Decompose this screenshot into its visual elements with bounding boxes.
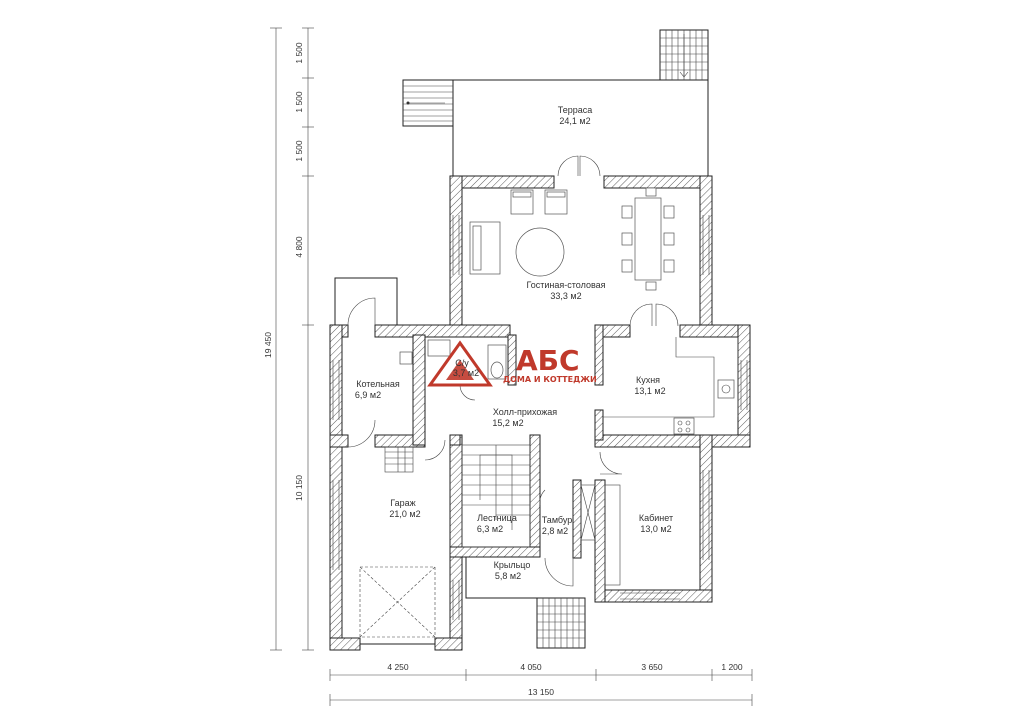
bathroom-name: С/у	[455, 358, 469, 368]
terrace-steps-left	[402, 79, 454, 127]
porch-area: 5,8 м2	[495, 571, 521, 581]
dim-bottom-4: 1 200	[721, 662, 743, 672]
doors	[334, 155, 679, 587]
bathroom-area: 3,7 м2	[453, 368, 479, 378]
house-roof-icon	[427, 340, 493, 387]
boiler-name: Котельная	[356, 379, 400, 389]
dim-bottom-3: 3 650	[641, 662, 663, 672]
windows	[332, 215, 748, 620]
dimension-lines-bottom: 4 250 4 050 3 650 1 200 13 150	[329, 662, 753, 706]
study-area: 13,0 м2	[640, 524, 671, 534]
bathroom-fixtures	[399, 339, 507, 380]
vestibule-name: Тамбур	[542, 515, 573, 525]
house-inner-icon	[446, 360, 474, 380]
boiler-area: 6,9 м2	[355, 390, 381, 400]
dimension-lines-left: 1 500 1 500 1 500 4 800 10 150 19 450	[263, 27, 314, 651]
garage-area: 21,0 м2	[389, 509, 420, 519]
garage-name: Гараж	[390, 498, 415, 508]
vestibule-area: 2,8 м2	[542, 526, 568, 536]
living-furniture	[469, 187, 675, 291]
garage-door	[359, 566, 436, 645]
porch	[465, 557, 586, 649]
terrace-area: 24,1 м2	[559, 116, 590, 126]
room-labels: Терраса 24,1 м2 Гостиная-столовая 33,3 м…	[355, 105, 673, 581]
dim-left-total: 19 450	[263, 332, 273, 358]
terrace-steps-right	[659, 29, 709, 81]
staircase	[461, 444, 531, 548]
terrace-name: Терраса	[558, 105, 593, 115]
terrace-outline	[452, 79, 709, 176]
dim-left-3: 1 500	[294, 140, 304, 162]
kitchen-area: 13,1 м2	[634, 386, 665, 396]
living-name: Гостиная-столовая	[526, 280, 605, 290]
dim-left-5: 10 150	[294, 475, 304, 501]
company-logo: АБС ДОМА И КОТТЕДЖИ	[427, 340, 597, 387]
dim-left-4: 4 800	[294, 236, 304, 258]
logo-sub-text: ДОМА И КОТТЕДЖИ	[503, 375, 597, 384]
porch-name: Крыльцо	[494, 560, 531, 570]
study-name: Кабинет	[639, 513, 673, 523]
logo-main-text: АБС	[516, 344, 580, 377]
dim-bottom-1: 4 250	[387, 662, 409, 672]
stairs-area: 6,3 м2	[477, 524, 503, 534]
hall-name: Холл-прихожая	[493, 407, 557, 417]
stairs-name: Лестница	[477, 513, 517, 523]
kitchen-name: Кухня	[636, 375, 660, 385]
garage-steps	[384, 446, 414, 473]
living-area: 33,3 м2	[550, 291, 581, 301]
dim-left-2: 1 500	[294, 91, 304, 113]
dim-bottom-total: 13 150	[528, 687, 554, 697]
hall-area: 15,2 м2	[492, 418, 523, 428]
dim-bottom-2: 4 050	[520, 662, 542, 672]
kitchen-furniture	[603, 337, 739, 435]
dim-left-1: 1 500	[294, 42, 304, 64]
